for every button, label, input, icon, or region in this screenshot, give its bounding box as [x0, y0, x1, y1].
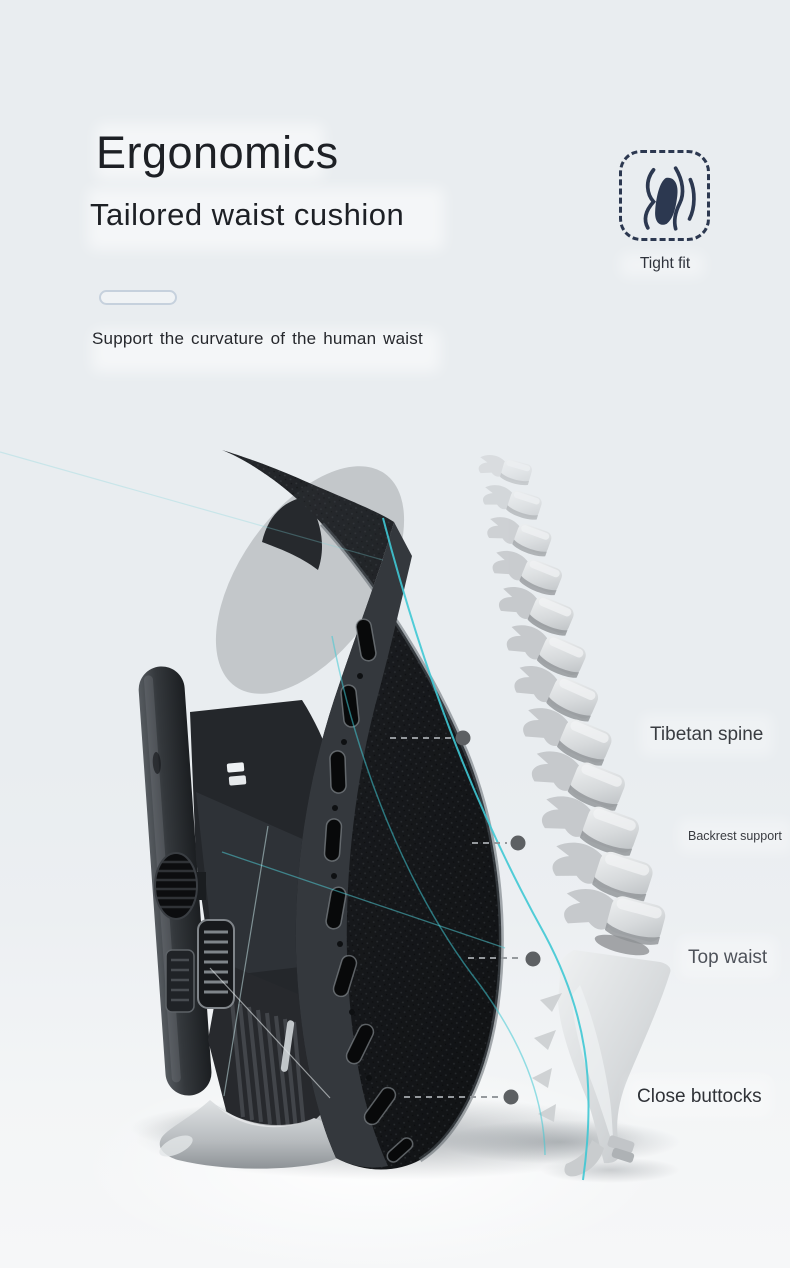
leader-dot-tibetan-spine: [455, 730, 471, 746]
tagline: Support the curvature of the human waist: [92, 329, 423, 348]
subtitle-highlight-band: [88, 188, 444, 250]
tight-fit-label: Tight fit: [639, 255, 691, 272]
waist-cushion-product: [0, 450, 590, 1181]
spine-illustration: [475, 451, 671, 1177]
vent-holes: [323, 618, 414, 1163]
lumbar-fit-icon: [643, 165, 696, 231]
badge-highlight-band: [620, 253, 704, 277]
adjust-knob: [154, 852, 206, 920]
tight-fit-badge: [619, 150, 710, 241]
callout-close-buttocks: Close buttocks: [637, 1086, 762, 1108]
divider-pill: [99, 290, 177, 305]
callout-backrest-support: Backrest support: [688, 829, 782, 843]
ratchet-slider: [165, 919, 235, 1013]
leader-dot-backrest-support: [510, 835, 526, 851]
base-plate: [159, 1100, 349, 1169]
leader-dot-close-buttocks: [503, 1089, 519, 1105]
callout-leader-lines: [390, 730, 541, 1105]
title-highlight-band: [96, 124, 324, 180]
tagline-highlight-band: [92, 330, 440, 372]
cushion-back-layer: [262, 497, 322, 570]
page-subtitle: Tailored waist cushion: [90, 197, 405, 232]
callout-top-waist: Top waist: [688, 947, 768, 969]
mesh-cushion: [215, 450, 504, 1170]
teal-accent-lines: [0, 451, 590, 1181]
callout-tibetan-spine: Tibetan spine: [650, 724, 764, 746]
leader-dot-top-waist: [525, 951, 541, 967]
page-title: Ergonomics: [96, 127, 339, 178]
